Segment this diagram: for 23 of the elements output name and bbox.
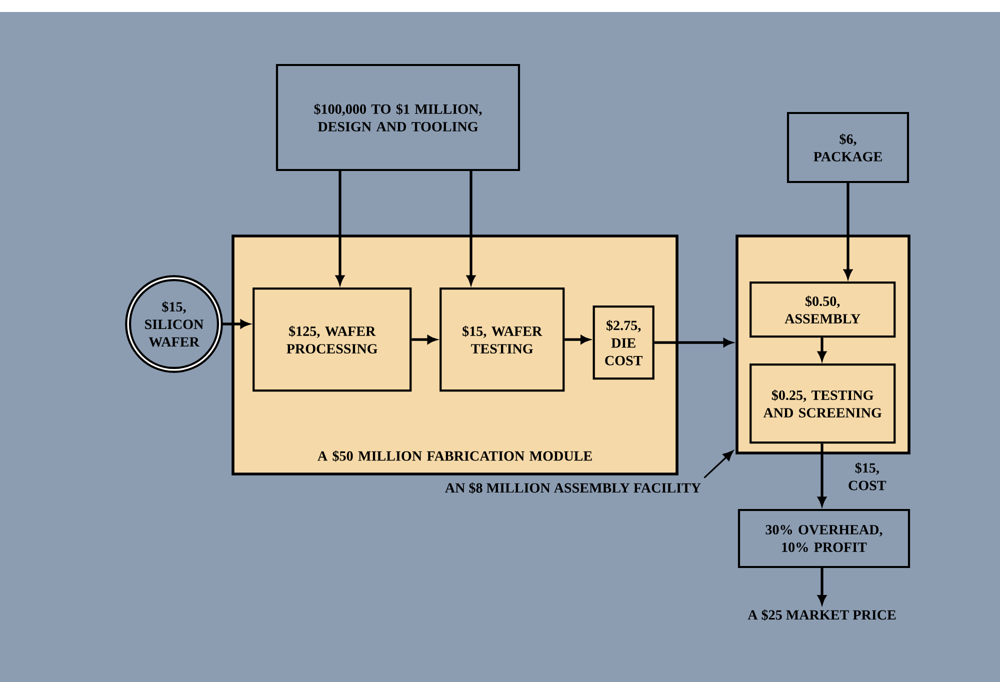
- caption-text: A $25 MARKET PRICE: [748, 609, 896, 621]
- process-box: $0.50, ASSEMBLY: [750, 282, 896, 338]
- arrow: [220, 320, 250, 328]
- arrow: [654, 338, 732, 347]
- cost-box: $6, PACKAGE: [786, 112, 910, 184]
- cost-box: $100,000 TO $1 MILLION, DESIGN AND TOOLING: [276, 64, 520, 172]
- process-box: $2.75, DIE COST: [592, 306, 654, 380]
- arrow: [844, 183, 852, 278]
- arrow: [336, 171, 344, 284]
- caption-text: AN $8 MILLION ASSEMBLY FACILITY: [445, 482, 701, 494]
- process-box: $0.25, TESTING AND SCREENING: [750, 364, 896, 444]
- cost-box: 30% OVERHEAD, 10% PROFIT: [738, 508, 910, 568]
- facility-box: [736, 234, 910, 454]
- arrow: [466, 171, 476, 284]
- process-box: $125, WAFER PROCESSING: [252, 288, 412, 392]
- leader-line: [704, 450, 734, 478]
- arrow: [818, 338, 826, 360]
- arrow: [818, 444, 826, 506]
- arrow: [818, 568, 826, 604]
- process-box: $15, WAFER TESTING: [440, 288, 565, 392]
- arrow: [412, 335, 436, 344]
- arrow: [564, 335, 590, 344]
- edge-label: $15, COST: [848, 462, 886, 490]
